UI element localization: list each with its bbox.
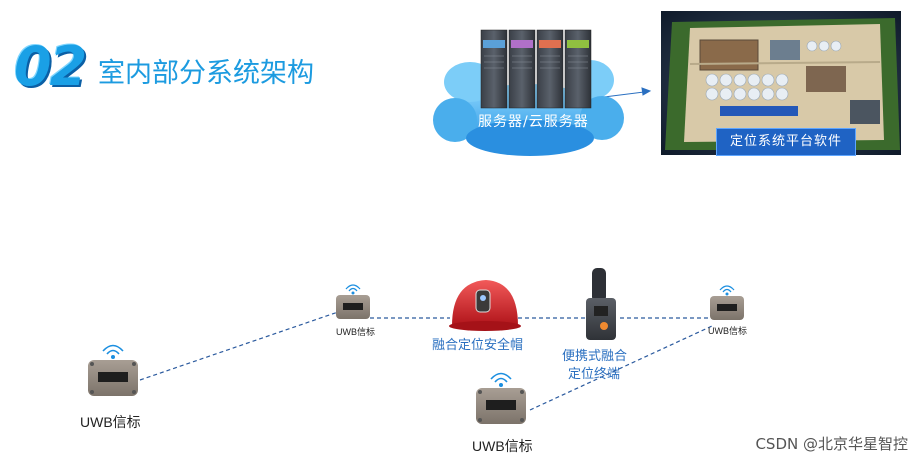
beacon-bottom-center-label: UWB信标: [472, 438, 533, 454]
terminal-label-line2: 定位终端: [568, 367, 621, 382]
safety-helmet-image: [449, 280, 521, 331]
terminal-label-line1: 便携式融合: [562, 349, 628, 364]
uwb-beacon-left-bottom-image: [88, 344, 138, 396]
beacon-mid-top-label: UWB信标: [336, 327, 375, 337]
server-caption: 服务器/云服务器: [478, 114, 589, 130]
beacon-right-label: UWB信标: [708, 326, 747, 336]
platform-banner: 定位系统平台软件: [716, 128, 856, 156]
helmet-label: 融合定位安全帽: [432, 338, 524, 353]
uwb-beacon-bottom-center-image: [476, 372, 526, 424]
link-bottom-to-right: [529, 325, 713, 411]
uwb-beacon-right-image: [710, 285, 744, 320]
uwb-beacon-mid-top-image: [336, 284, 370, 319]
section-number: 02: [14, 35, 87, 98]
watermark: CSDN @北京华星智控: [755, 435, 908, 453]
section-title: 室内部分系统架构: [98, 58, 314, 89]
server-rack-icon: [480, 29, 592, 109]
link-beacon-left-to-mid: [139, 311, 339, 381]
portable-terminal-image: [586, 268, 616, 340]
connection-lines: [139, 311, 713, 411]
beacon-left-bottom-label: UWB信标: [80, 414, 141, 430]
